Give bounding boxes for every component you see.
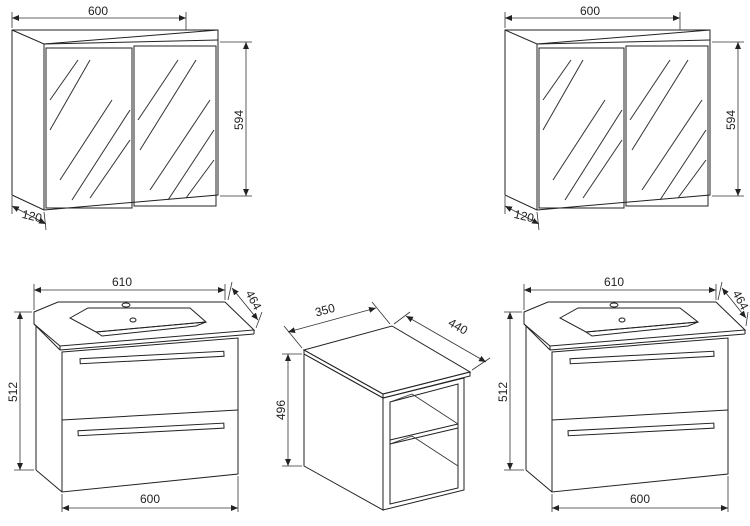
shelf-depth: 440 [446, 315, 471, 337]
vanity-left-base-width: 600 [140, 492, 160, 506]
vanity-right-height: 512 [496, 382, 510, 402]
vanity-left: 610 464 512 600 [6, 275, 265, 512]
mirror-reflection-lines-left [49, 59, 215, 201]
mirror-cabinet-right: 600 594 120 [504, 4, 744, 231]
vanity-left-top-width: 610 [112, 275, 132, 289]
shelf-width: 350 [313, 301, 336, 320]
vanity-right-base-width: 600 [630, 492, 650, 506]
mirror-reflection-lines-right [542, 59, 707, 201]
mirror-left-depth: 120 [21, 207, 44, 226]
mirror-left-height: 594 [232, 110, 246, 130]
vanity-left-depth: 464 [243, 288, 265, 313]
vanity-right-top-width: 610 [604, 275, 624, 289]
mirror-right-width: 600 [580, 4, 600, 18]
vanity-right: 610 464 512 600 [496, 275, 750, 512]
mirror-right-depth: 120 [513, 207, 536, 226]
mirror-cabinet-left: 600 594 120 [11, 4, 252, 231]
shelf-height: 496 [274, 400, 288, 420]
mirror-right-height: 594 [724, 110, 738, 130]
vanity-right-depth: 464 [730, 288, 750, 313]
mirror-left-width: 600 [88, 4, 108, 18]
side-shelf: 350 440 496 [274, 301, 491, 511]
vanity-left-height: 512 [6, 382, 20, 402]
